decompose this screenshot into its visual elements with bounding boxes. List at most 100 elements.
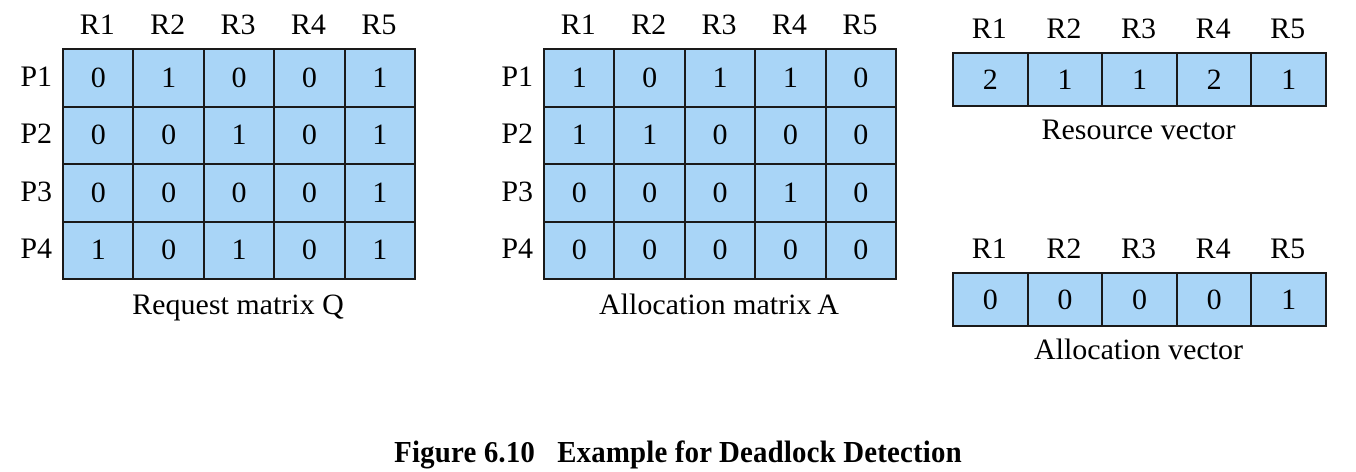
cell-p3-r3: 0 [204, 165, 276, 223]
column-header-r3: R3 [1120, 12, 1156, 45]
cell-r4: 2 [1177, 54, 1253, 107]
cell-p2-r1: 1 [545, 107, 616, 165]
table-row: 0 0 0 0 0 [545, 222, 897, 280]
cell-p2-r1: 0 [64, 107, 135, 165]
column-header-r3: R3 [1120, 232, 1156, 265]
cell-p3-r4: 1 [756, 165, 827, 223]
row-header-p2: P2 [20, 117, 52, 150]
cell-p4-r2: 0 [134, 222, 205, 280]
matrix-grid-wrap: P1 P2 P3 P4 0 1 0 0 1 0 0 1 0 1 [20, 48, 416, 280]
column-header-r1: R1 [971, 232, 1007, 265]
cell-r1: 0 [954, 274, 1029, 327]
vector-grid-wrap: 2 1 1 2 1 [952, 52, 1344, 107]
column-header-r1: R1 [79, 8, 115, 41]
row-header-p2: P2 [501, 117, 533, 150]
cell-p3-r1: 0 [545, 165, 616, 223]
allocation-vector: R1 R2 R3 R4 R5 0 0 0 0 1 Allocation vect… [932, 226, 1344, 365]
row-header-p4: P4 [20, 232, 52, 265]
cell-r3: 0 [1103, 274, 1178, 327]
resource-vector: R1 R2 R3 R4 R5 2 1 1 2 1 Resource vector [932, 6, 1344, 145]
cell-p2-r3: 1 [204, 107, 276, 165]
cell-p4-r3: 0 [685, 222, 757, 280]
resource-vector-grid: 2 1 1 2 1 [952, 52, 1327, 107]
column-header-row: R1 R2 R3 R4 R5 [952, 6, 1325, 52]
cell-p3-r4: 0 [275, 165, 346, 223]
column-header-row: R1 R2 R3 R4 R5 [62, 2, 414, 48]
cell-p3-r1: 0 [64, 165, 135, 223]
row-header-p1: P1 [20, 60, 52, 93]
cell-r2: 1 [1028, 54, 1104, 107]
table-row: 1 1 0 0 0 [545, 107, 897, 165]
cell-p4-r1: 1 [64, 222, 135, 280]
column-header-r1: R1 [560, 8, 596, 41]
column-header-r2: R2 [1046, 12, 1082, 45]
column-header-r2: R2 [150, 8, 186, 41]
cell-p2-r5: 1 [345, 107, 416, 165]
figure-caption: Figure 6.10 Example for Deadlock Detecti… [394, 434, 962, 469]
row-header-p4: P4 [501, 232, 533, 265]
cell-p4-r1: 0 [545, 222, 616, 280]
cell-r5: 1 [1252, 54, 1327, 107]
allocation-matrix-a: R1 R2 R3 R4 R5 P1 P2 P3 P4 1 0 1 1 0 [481, 2, 897, 320]
cell-p1-r2: 1 [134, 50, 205, 108]
cell-r3: 1 [1103, 54, 1178, 107]
allocation-matrix-grid: 1 0 1 1 0 1 1 0 0 0 0 0 0 1 [543, 48, 897, 280]
cell-p1-r1: 1 [545, 50, 616, 108]
column-header-r4: R4 [771, 8, 807, 41]
column-header-row: R1 R2 R3 R4 R5 [952, 226, 1325, 272]
cell-p2-r5: 0 [826, 107, 897, 165]
cell-p3-r5: 0 [826, 165, 897, 223]
allocation-vector-grid: 0 0 0 0 1 [952, 272, 1327, 327]
vector-grid-wrap: 0 0 0 0 1 [952, 272, 1344, 327]
cell-r1: 2 [954, 54, 1029, 107]
column-header-r3: R3 [701, 8, 737, 41]
cell-p4-r4: 0 [756, 222, 827, 280]
column-header-r5: R5 [842, 8, 878, 41]
column-header-r5: R5 [1270, 232, 1306, 265]
cell-p1-r3: 0 [204, 50, 276, 108]
row-header-p3: P3 [20, 175, 52, 208]
cell-p1-r5: 1 [345, 50, 416, 108]
resource-vector-label: Resource vector [1041, 113, 1236, 146]
cell-p1-r4: 0 [275, 50, 346, 108]
request-matrix-q: R1 R2 R3 R4 R5 P1 P2 P3 P4 0 1 0 0 1 [0, 2, 416, 320]
cell-p1-r5: 0 [826, 50, 897, 108]
cell-p1-r1: 0 [64, 50, 135, 108]
allocation-matrix-label: Allocation matrix A [599, 288, 839, 321]
cell-r4: 0 [1177, 274, 1253, 327]
cell-p2-r4: 0 [275, 107, 346, 165]
column-header-r1: R1 [971, 12, 1007, 45]
column-header-r5: R5 [361, 8, 397, 41]
cell-p2-r2: 0 [134, 107, 205, 165]
column-header-r4: R4 [1195, 232, 1231, 265]
column-header-r5: R5 [1270, 12, 1306, 45]
table-row: 1 0 1 1 0 [545, 50, 897, 108]
cell-r5: 1 [1252, 274, 1327, 327]
cell-p4-r2: 0 [615, 222, 686, 280]
cell-p3-r5: 1 [345, 165, 416, 223]
row-header-p1: P1 [501, 60, 533, 93]
cell-r2: 0 [1028, 274, 1104, 327]
column-header-r4: R4 [290, 8, 326, 41]
cell-p1-r3: 1 [685, 50, 757, 108]
cell-p2-r2: 1 [615, 107, 686, 165]
cell-p4-r5: 0 [826, 222, 897, 280]
request-matrix-grid: 0 1 0 0 1 0 0 1 0 1 0 0 0 0 [62, 48, 416, 280]
matrix-grid-wrap: P1 P2 P3 P4 1 0 1 1 0 1 1 0 0 0 [501, 48, 897, 280]
cell-p4-r4: 0 [275, 222, 346, 280]
column-header-r2: R2 [631, 8, 667, 41]
cell-p2-r4: 0 [756, 107, 827, 165]
request-matrix-label: Request matrix Q [132, 288, 344, 321]
cell-p3-r2: 0 [615, 165, 686, 223]
cell-p1-r2: 0 [615, 50, 686, 108]
cell-p4-r3: 1 [204, 222, 276, 280]
allocation-vector-label: Allocation vector [1033, 333, 1244, 366]
table-row: 1 0 1 0 1 [64, 222, 416, 280]
table-row: 0 0 0 0 1 [954, 274, 1327, 327]
cell-p2-r3: 0 [685, 107, 757, 165]
cell-p4-r5: 1 [345, 222, 416, 280]
column-header-row: R1 R2 R3 R4 R5 [543, 2, 895, 48]
table-row: 2 1 1 2 1 [954, 54, 1327, 107]
table-row: 0 1 0 0 1 [64, 50, 416, 108]
